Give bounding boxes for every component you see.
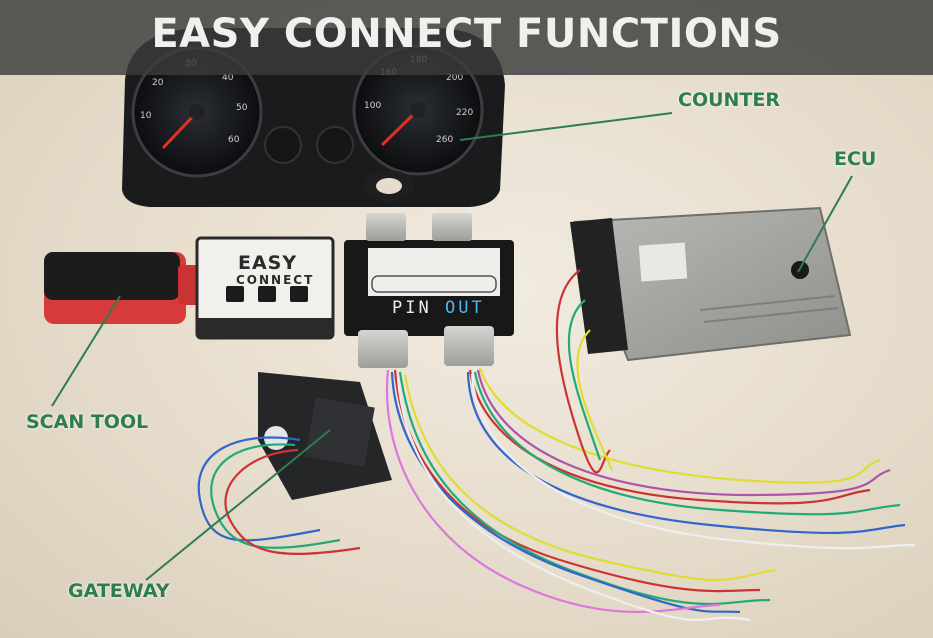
svg-text:10: 10 bbox=[140, 111, 152, 121]
svg-text:60: 60 bbox=[228, 135, 240, 145]
out-text: OUT bbox=[444, 298, 485, 318]
easy-brand-text: EASY bbox=[238, 252, 298, 274]
wire-bundle bbox=[197, 269, 916, 622]
ecu-module bbox=[570, 206, 852, 362]
svg-text:50: 50 bbox=[236, 103, 248, 113]
page-title: EASY CONNECT FUNCTIONS bbox=[151, 11, 782, 57]
svg-text:20: 20 bbox=[152, 78, 164, 88]
easy-connect-box bbox=[195, 236, 335, 340]
connect-brand-text: CONNECT bbox=[236, 273, 315, 287]
svg-text:200: 200 bbox=[446, 73, 463, 83]
gateway-label: GATEWAY bbox=[68, 580, 170, 602]
title-bar bbox=[0, 0, 933, 75]
svg-text:220: 220 bbox=[456, 108, 473, 118]
pin-text: PIN bbox=[392, 298, 432, 318]
callout-lines bbox=[51, 112, 853, 581]
gateway-module bbox=[258, 372, 392, 500]
svg-text:260: 260 bbox=[436, 135, 453, 145]
scan-tool bbox=[44, 252, 200, 324]
scan-tool-label: SCAN TOOL bbox=[26, 411, 149, 433]
counter-label: COUNTER bbox=[678, 89, 780, 111]
ecu-label: ECU bbox=[834, 148, 877, 170]
svg-text:40: 40 bbox=[222, 73, 234, 83]
pinout-text: PIN OUT bbox=[392, 298, 485, 318]
pinout-box bbox=[344, 170, 514, 368]
svg-text:100: 100 bbox=[364, 101, 381, 111]
